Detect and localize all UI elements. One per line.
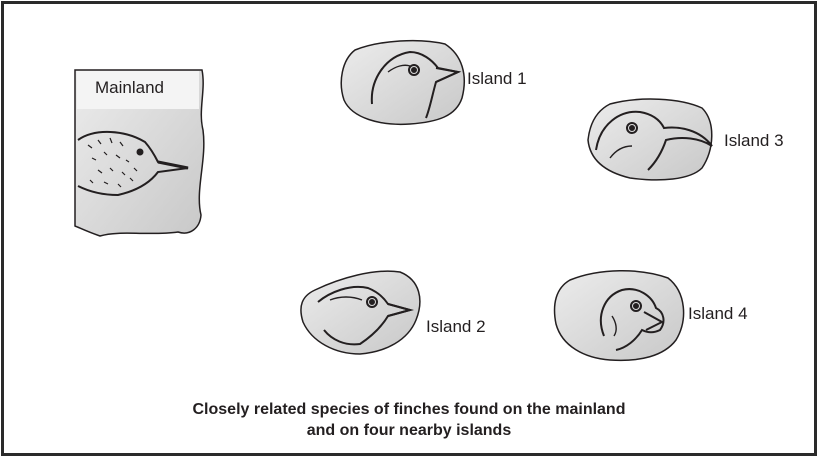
caption-line-2: and on four nearby islands — [0, 420, 818, 441]
island-1-label: Island 1 — [467, 69, 527, 89]
island-2-label: Island 2 — [426, 317, 486, 337]
diagram-caption: Closely related species of finches found… — [0, 399, 818, 441]
caption-line-1: Closely related species of finches found… — [0, 399, 818, 420]
island-4-label: Island 4 — [688, 304, 748, 324]
island-4-landmass — [555, 271, 684, 361]
island-3-label: Island 3 — [724, 131, 784, 151]
mainland-label: Mainland — [95, 78, 164, 98]
